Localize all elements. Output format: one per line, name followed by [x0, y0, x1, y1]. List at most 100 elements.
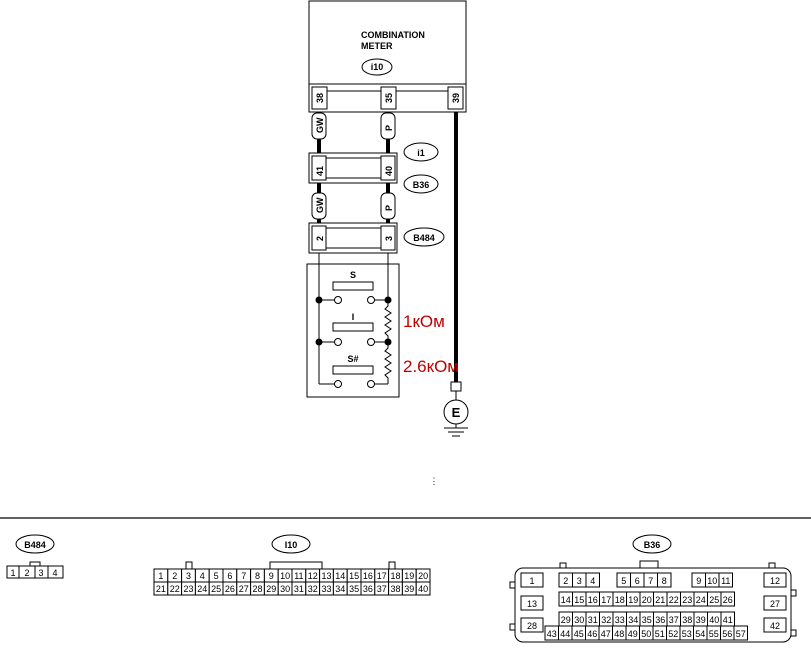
- switch-label-s: S: [350, 270, 356, 280]
- pin-number: 11: [721, 576, 730, 586]
- pin-number: 18: [390, 571, 400, 581]
- b36-pin: 55: [706, 625, 721, 641]
- wire-color-p-lower: P: [384, 205, 394, 211]
- pin-number: 33: [615, 615, 625, 625]
- pin-number: 28: [527, 621, 537, 631]
- b36-pin: 5: [616, 572, 631, 588]
- i10-pin: 37: [374, 581, 390, 596]
- b36-pin: 24: [693, 591, 708, 607]
- lower-tag-oval: [403, 227, 445, 247]
- pin-number: 41: [723, 615, 733, 625]
- pin-number: 2: [563, 576, 568, 586]
- wire-color-gw-upper: GW: [315, 117, 325, 133]
- pin-number: 2: [172, 571, 177, 581]
- pin-number: 20: [642, 595, 652, 605]
- pin-number: 22: [669, 595, 679, 605]
- pin-number: 21: [156, 584, 166, 594]
- pin-number: 15: [349, 571, 359, 581]
- switch-label-s-sharp: S#: [347, 354, 358, 364]
- pin-number: 36: [655, 615, 665, 625]
- i10-pin: 29: [263, 581, 279, 596]
- meter-title-line2: METER: [361, 41, 393, 51]
- i10-pin: 25: [208, 581, 224, 596]
- pin-number: 5: [621, 576, 626, 586]
- mid-tag-b36: B36: [413, 180, 430, 190]
- b36-pin: 33: [612, 611, 627, 627]
- connector-b484-tag: B484: [24, 540, 46, 550]
- b36-pin: 44: [558, 625, 573, 641]
- pin-number: 43: [547, 629, 557, 639]
- b36-pin: 15: [572, 591, 587, 607]
- b36-pin: 11: [718, 572, 733, 588]
- pin-number: 34: [628, 615, 638, 625]
- pin-number: 39: [696, 615, 706, 625]
- mid-connector: 41 40 i1 B36: [308, 142, 439, 194]
- pin-number: 1: [529, 576, 534, 586]
- pin-number: 3: [186, 571, 191, 581]
- pin-number: 25: [709, 595, 719, 605]
- i10-pin: 19: [401, 568, 417, 583]
- b36-pin: 19: [626, 591, 641, 607]
- b484-pin: 3: [38, 568, 43, 578]
- b36-pin: 4: [585, 572, 600, 588]
- pin-number: 10: [280, 571, 290, 581]
- pin-number: 29: [266, 584, 276, 594]
- i10-pin: 36: [360, 581, 376, 596]
- i10-pin: 9: [263, 568, 279, 583]
- b36-pin: 38: [680, 611, 695, 627]
- pin-number: 46: [587, 629, 597, 639]
- pin-number: 26: [225, 584, 235, 594]
- meter-pin-35: 35: [384, 93, 394, 103]
- lower-pin-3: 3: [384, 236, 394, 241]
- i10-pin: 11: [291, 568, 307, 583]
- b36-pin: 56: [720, 625, 735, 641]
- meter-pin-strip: 38 35 39: [308, 83, 467, 113]
- i10-pin: 24: [194, 581, 210, 596]
- pin-number: 17: [377, 571, 387, 581]
- b36-pin: 13: [520, 595, 544, 611]
- pin-number: 21: [655, 595, 665, 605]
- b36-pin: 8: [657, 572, 672, 588]
- i10-pin: 12: [305, 568, 321, 583]
- pin-number: 23: [682, 595, 692, 605]
- b484-pin: 4: [52, 568, 57, 578]
- meter-pin-38: 38: [315, 93, 325, 103]
- pin-number: 6: [227, 571, 232, 581]
- i10-pin: 10: [277, 568, 293, 583]
- b36-pin: 17: [599, 591, 614, 607]
- pin-number: 22: [170, 584, 180, 594]
- i10-pin: 30: [277, 581, 293, 596]
- pin-number: 51: [655, 629, 665, 639]
- pin-number: 12: [770, 576, 780, 586]
- pin-number: 16: [363, 571, 373, 581]
- ground-label: E: [452, 405, 461, 420]
- mid-pin-40: 40: [384, 166, 394, 176]
- pin-number: 9: [269, 571, 274, 581]
- pin-number: 26: [723, 595, 733, 605]
- i10-pin: 1: [153, 568, 169, 583]
- pin-number: 39: [404, 584, 414, 594]
- b36-pin: 53: [679, 625, 694, 641]
- pin-number: 4: [590, 576, 595, 586]
- b36-pin: 23: [680, 591, 695, 607]
- b36-pin: 51: [652, 625, 667, 641]
- b36-pin: 3: [572, 572, 587, 588]
- b36-pin: 6: [630, 572, 645, 588]
- separator-mark: ⋮: [430, 476, 439, 486]
- pin-number: 33: [321, 584, 331, 594]
- pin-number: 12: [308, 571, 318, 581]
- connector-b36-tag: B36: [644, 540, 661, 550]
- b36-pin: 2: [558, 572, 573, 588]
- pin-number: 27: [770, 599, 780, 609]
- wire-color-gw-lower: GW: [315, 197, 325, 213]
- b36-pin: 43: [544, 625, 559, 641]
- combination-meter: COMBINATION METER i10: [308, 0, 467, 85]
- pin-number: 54: [695, 629, 705, 639]
- pin-number: 44: [560, 629, 570, 639]
- b36-pin: 39: [693, 611, 708, 627]
- i10-pin: 18: [388, 568, 403, 583]
- pin-number: 40: [418, 584, 428, 594]
- pin-number: 28: [252, 584, 262, 594]
- i10-pin: 39: [401, 581, 417, 596]
